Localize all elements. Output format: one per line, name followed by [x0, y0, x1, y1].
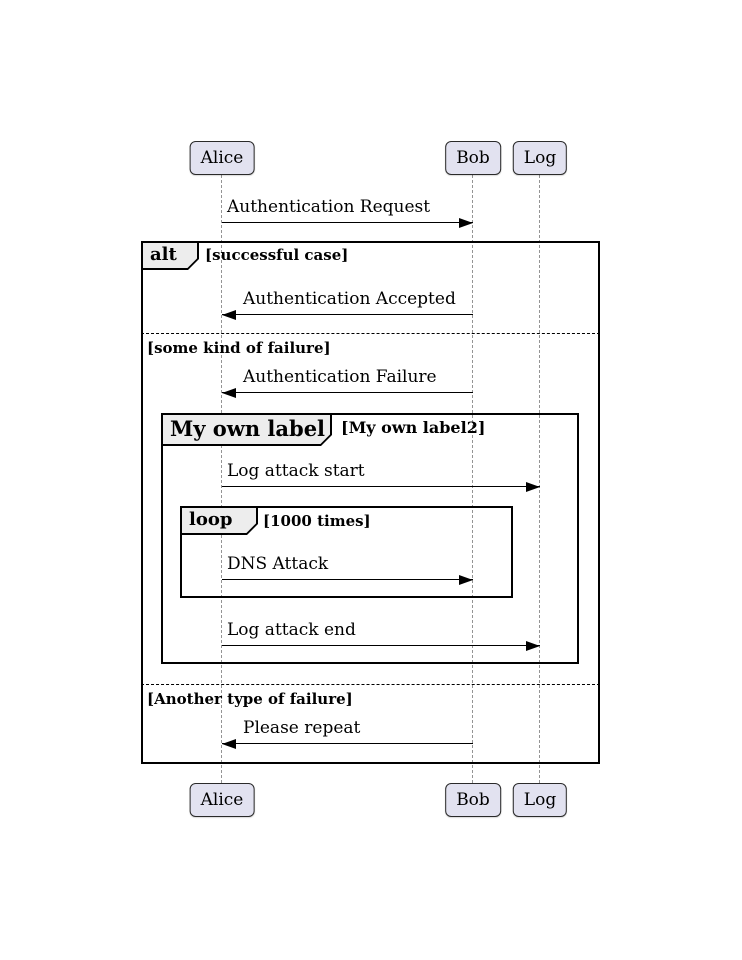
arrowhead-left-icon [222, 388, 236, 398]
loop-operator-label: loop [189, 509, 233, 530]
message-label-authentication-request: Authentication Request [227, 197, 431, 217]
group-fragment-frame [161, 413, 579, 664]
lifeline-alice [221, 175, 222, 783]
message-line [222, 579, 473, 581]
message-label-authentication-accepted: Authentication Accepted [243, 289, 456, 309]
participant-log-top: Log [512, 141, 568, 175]
message-line [222, 222, 473, 224]
group-tab-background [163, 415, 330, 444]
participant-label: Log [523, 148, 557, 168]
participant-label: Log [523, 790, 557, 810]
participant-alice-top: Alice [189, 141, 255, 175]
loop-tab-background [182, 508, 256, 533]
message-line [222, 392, 473, 394]
alt-tab-background [143, 243, 197, 268]
arrowhead-right-icon [526, 482, 540, 492]
participant-label: Bob [456, 148, 490, 168]
alt-else-divider-1 [141, 333, 600, 334]
message-label-log-attack-start: Log attack start [227, 461, 365, 481]
arrowhead-right-icon [526, 641, 540, 651]
alt-fragment-frame [141, 241, 600, 764]
message-line [222, 645, 540, 647]
message-label-authentication-failure: Authentication Failure [243, 367, 437, 387]
participant-log-bottom: Log [512, 783, 568, 817]
group-operator-label: My own label [170, 416, 326, 441]
alt-guard-some-kind-of-failure: [some kind of failure] [147, 339, 331, 357]
group-guard-label: [My own label2] [341, 418, 486, 437]
participant-label: Bob [456, 790, 490, 810]
lifeline-bob [472, 175, 473, 783]
participant-label: Alice [200, 148, 244, 168]
group-fragment-tab: My own label [161, 413, 332, 446]
alt-fragment-tab: alt [141, 241, 199, 270]
lifeline-log [539, 175, 540, 783]
message-label-please-repeat: Please repeat [243, 718, 361, 738]
arrowhead-left-icon [222, 739, 236, 749]
message-line [222, 743, 473, 745]
participant-label: Alice [200, 790, 244, 810]
alt-operator-label: alt [150, 244, 177, 265]
arrowhead-right-icon [459, 218, 473, 228]
message-label-dns-attack: DNS Attack [227, 554, 329, 574]
participant-bob-bottom: Bob [445, 783, 501, 817]
alt-guard-successful-case: [successful case] [205, 246, 349, 264]
participant-bob-top: Bob [445, 141, 501, 175]
arrowhead-right-icon [459, 575, 473, 585]
participant-alice-bottom: Alice [189, 783, 255, 817]
loop-fragment-frame [180, 506, 513, 598]
loop-fragment-tab: loop [180, 506, 258, 535]
alt-guard-another-type-of-failure: [Another type of failure] [147, 690, 353, 708]
message-line [222, 486, 540, 488]
message-line [222, 314, 473, 316]
alt-else-divider-2 [141, 684, 600, 685]
loop-guard-label: [1000 times] [263, 512, 371, 530]
message-label-log-attack-end: Log attack end [227, 620, 356, 640]
arrowhead-left-icon [222, 310, 236, 320]
